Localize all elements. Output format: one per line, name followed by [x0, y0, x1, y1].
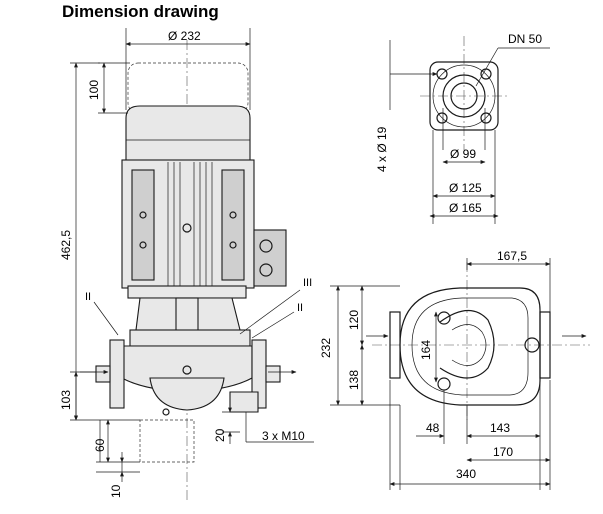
pump-foot	[229, 391, 259, 413]
cable-gland-icon	[259, 239, 273, 253]
dim-motor-diameter: Ø 232	[168, 29, 201, 43]
dim-foot-height: 20	[213, 428, 227, 442]
dim-flange-nominal: DN 50	[508, 32, 542, 46]
dim-height-138: 138	[347, 370, 361, 390]
callout-iii: III	[303, 277, 312, 289]
plan-right-flange	[539, 311, 551, 379]
dim-top-167: 167,5	[497, 249, 527, 263]
flange-bolt-circle	[432, 64, 496, 128]
dim-motor-top: 100	[87, 80, 101, 100]
dim-width-170: 170	[493, 445, 513, 459]
callout-ii-left: II	[85, 291, 91, 303]
motor-right-bracket	[221, 169, 245, 281]
base-block	[139, 419, 195, 463]
dim-width-48: 48	[426, 421, 440, 435]
motor-left-bracket	[131, 169, 155, 281]
flange-view	[389, 36, 550, 224]
front-view	[80, 40, 301, 500]
front-dimensions	[70, 28, 314, 482]
dim-flange-height: 103	[59, 390, 73, 410]
dim-overall-height: 462,5	[59, 230, 73, 260]
flange-raised-face	[442, 74, 486, 118]
dim-width-143: 143	[490, 421, 510, 435]
flange-plate	[429, 61, 499, 131]
dim-width-340: 340	[456, 467, 476, 481]
pump-cover	[129, 329, 251, 347]
foot-hole-icon	[437, 311, 451, 325]
callout-ii-right: II	[297, 302, 303, 314]
dim-flange-d1: Ø 99	[450, 147, 476, 161]
dim-base-height: 60	[93, 438, 107, 452]
motor-top-housing	[125, 105, 251, 161]
foot-hole-icon	[437, 377, 451, 391]
dim-flange-d2: Ø 125	[449, 181, 482, 195]
bolt-hole-icon	[436, 112, 448, 124]
plan-view	[330, 258, 590, 490]
impeller-eye	[439, 309, 495, 379]
plan-left-flange	[389, 311, 401, 379]
dim-height-232: 232	[319, 338, 333, 358]
dim-height-164: 164	[419, 340, 433, 360]
bolt-hole-icon	[480, 112, 492, 124]
motor-flange	[127, 285, 247, 299]
dim-flange-bolts: 4 x Ø 19	[375, 126, 389, 172]
flange-bore	[450, 82, 478, 110]
dim-base-offset: 10	[109, 484, 123, 498]
motor-fins	[167, 162, 213, 286]
left-flange	[109, 339, 125, 409]
terminal-box	[253, 229, 287, 287]
drawing-title: Dimension drawing	[62, 2, 219, 21]
dim-height-120: 120	[347, 310, 361, 330]
dim-foot-holes: 3 x M10	[262, 429, 305, 443]
cable-gland-icon	[259, 263, 273, 277]
dim-flange-d3: Ø 165	[449, 201, 482, 215]
foot-hole-icon	[524, 337, 540, 353]
motor-center-bolt	[182, 223, 192, 233]
